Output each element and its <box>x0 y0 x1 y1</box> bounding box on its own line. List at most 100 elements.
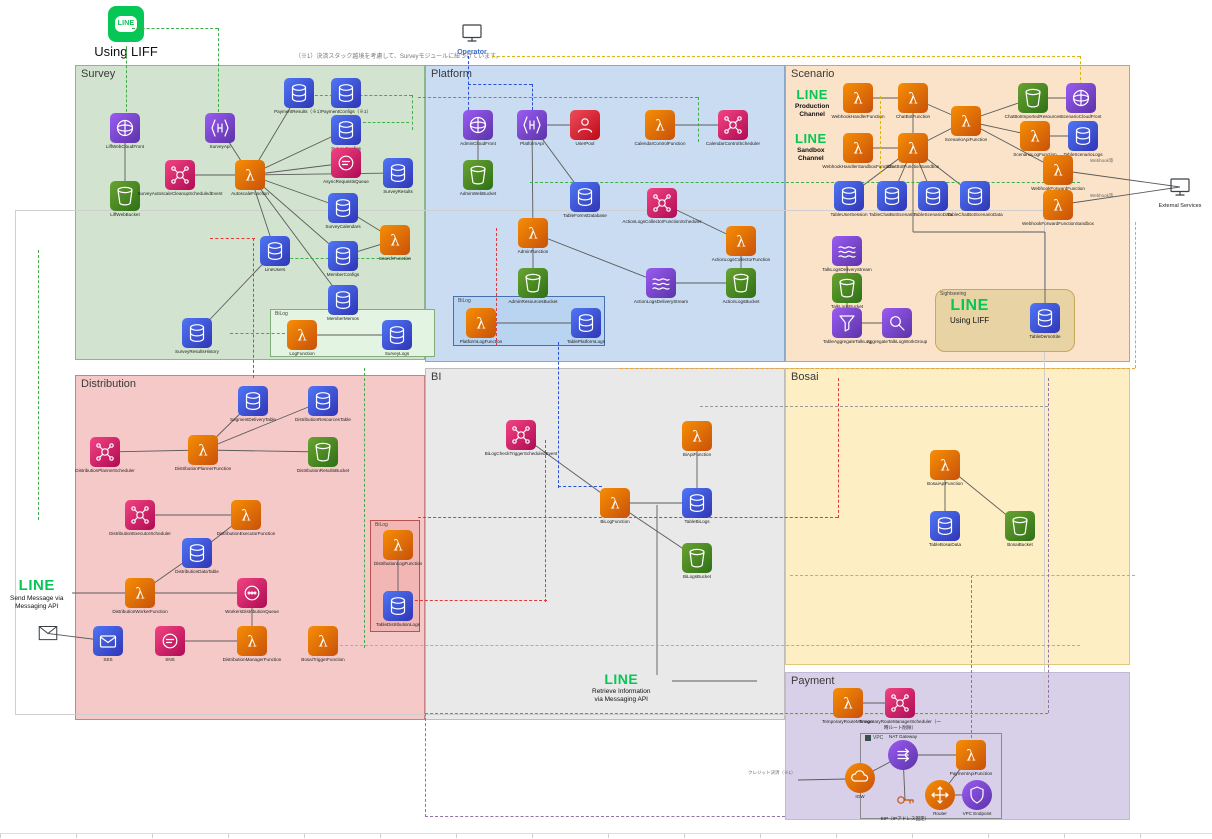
table-chatbot-scenario[interactable]: TableChatBotScenario <box>869 181 915 217</box>
lambda-icon: λ <box>1020 121 1050 151</box>
chatbot-imported-resources[interactable]: ChatBotImportedResources <box>1005 83 1061 119</box>
bi-check-scheduled-event[interactable]: BiLogCheckTriggerScheduledEvent <box>485 420 557 456</box>
member-memos-table[interactable]: MemberMemos <box>327 285 359 321</box>
async-requests-queue[interactable]: AsyncRequestsQueue <box>323 148 369 184</box>
temporary-route-manager-scheduler[interactable]: TemporaryRouteManagerScheduler（一時ルート削除） <box>859 688 941 730</box>
nat-icon <box>888 740 918 770</box>
table-forms-db[interactable]: TableFormsDatabase <box>563 182 607 218</box>
aggregate-talklog-workgroup[interactable]: AggregateTalkLogWorkGroup <box>867 308 927 344</box>
sns[interactable]: SNS <box>155 626 185 662</box>
workers-distribution-queue[interactable]: WorkersDistributionQueue <box>225 578 279 614</box>
actionlogs-delivery-stream[interactable]: ActionLogsDeliveryStream <box>634 268 688 304</box>
survey-autoscale-scheduler[interactable]: SurveyAutoscaleCleanupScheduledEvent <box>137 160 223 196</box>
table-scenario-logs[interactable]: TableScenarioLogs <box>1063 121 1103 157</box>
survey-logs-table[interactable]: SurveyLogs <box>382 320 412 356</box>
table-platform-logs[interactable]: TablePlatformLogs <box>567 308 605 344</box>
chatbot-imported-resources-label: ChatBotImportedResources <box>1004 114 1062 119</box>
table-chatbot-scenario-data[interactable]: TableChatBotScenarioData <box>947 181 1003 217</box>
lambda-icon: λ <box>235 160 265 190</box>
svg-text:λ: λ <box>1030 128 1040 146</box>
survey-results-table[interactable]: SurveyResults <box>383 158 413 194</box>
platform-api[interactable]: PlatformApi <box>517 110 547 146</box>
admin-cloudfront[interactable]: AdminCloudFront <box>460 110 496 146</box>
payment-results-table[interactable]: PaymentResults（※1） <box>274 78 324 114</box>
survey-results-history-table[interactable]: SurveyResultsHistory <box>175 318 219 354</box>
external-services[interactable]: External Services <box>1159 172 1201 209</box>
igw[interactable]: IGW <box>845 763 875 799</box>
scenario-cloudfront[interactable]: ScenarioCloudFront <box>1061 83 1101 119</box>
distribution-results-bucket-label: DistributionResultsBucket <box>296 468 350 473</box>
table-user-session[interactable]: TableUserSession <box>830 181 868 217</box>
talklogs-delivery-stream[interactable]: TalkLogsDeliveryStream <box>822 236 872 272</box>
distribution-results-bucket[interactable]: DistributionResultsBucket <box>297 437 349 473</box>
line-retrieve-wordmark: LINE <box>604 671 639 687</box>
table-scenario-data[interactable]: TableScenarioData <box>914 181 952 217</box>
survey-calendars-table[interactable]: SurveyCalendars <box>325 193 361 229</box>
actionlogs-scheduler[interactable]: ActionLogsCollectorFunctionScheduler <box>622 188 702 224</box>
eip[interactable]: EIP（IPアドレス固定） <box>881 785 929 821</box>
user-pool[interactable]: UserPool <box>570 110 600 146</box>
talklogs-bucket[interactable]: TalkLogsBucket <box>831 273 863 309</box>
ses[interactable]: SES <box>93 626 123 662</box>
lambda-icon: λ <box>237 626 267 656</box>
distribution-executor-scheduler[interactable]: DistributionExecutorScheduler <box>109 500 171 536</box>
envelope[interactable] <box>28 620 68 647</box>
operator[interactable]: Operator <box>455 18 489 56</box>
survey-configs-table[interactable]: SurveyConfigs <box>331 115 361 151</box>
table-demo-site[interactable]: TableDemoSite <box>1029 303 1061 339</box>
table-distribution-logs[interactable]: TableDistributionLogs <box>376 591 420 627</box>
distribution-resources-table[interactable]: DistributionResourcesTable <box>295 386 351 422</box>
table-bi-logs[interactable]: TableBiLogs <box>682 488 712 524</box>
bi-logs-bucket[interactable]: BiLogsBucket <box>682 543 712 579</box>
eventbridge-icon <box>718 110 748 140</box>
distribution-plan-scheduler[interactable]: DistributionPlannerScheduler <box>75 437 135 473</box>
survey-cloudfront[interactable]: LiffWebCloudFront <box>106 113 144 149</box>
member-configs-table[interactable]: MemberConfigs <box>327 241 359 277</box>
calendar-control-scheduler[interactable]: CalendarControlScheduler <box>706 110 760 146</box>
bosai-bucket[interactable]: BosaiBucket <box>1005 511 1035 547</box>
dashed-connector <box>218 28 219 112</box>
payment-configs-table[interactable]: PaymentConfigs（※1） <box>321 78 371 114</box>
admin-web-bucket[interactable]: AdminWebBucket <box>460 160 496 196</box>
router[interactable]: Router <box>925 780 955 816</box>
table-bosai-data[interactable]: TableBosaiData <box>929 511 961 547</box>
segment-delivery-table[interactable]: SegmentDeliveryTable <box>230 386 276 422</box>
distribution-data-table[interactable]: DistributionDataTable <box>175 538 219 574</box>
actionlogs-bucket[interactable]: ActionLogsBucket <box>723 268 759 304</box>
survey-api[interactable]: SurveyApi <box>205 113 235 149</box>
survey-liff-bucket[interactable]: LiffWebBucket <box>110 181 140 217</box>
table-aggregate-talklog[interactable]: TableAggregateTalkLog <box>823 308 871 344</box>
admin-resources-bucket[interactable]: AdminResourcesBucket <box>508 268 558 304</box>
vpc-endpoint[interactable]: VPC Endpoint <box>962 780 992 816</box>
bosai-trigger-fn-label: BosaiTriggerFunction <box>301 657 345 662</box>
aggregate-talklog-workgroup-label: AggregateTalkLogWorkGroup <box>866 339 928 344</box>
nat-gateway[interactable]: NAT Gateway <box>888 734 918 770</box>
line-users-table[interactable]: LineUsers <box>260 236 290 272</box>
